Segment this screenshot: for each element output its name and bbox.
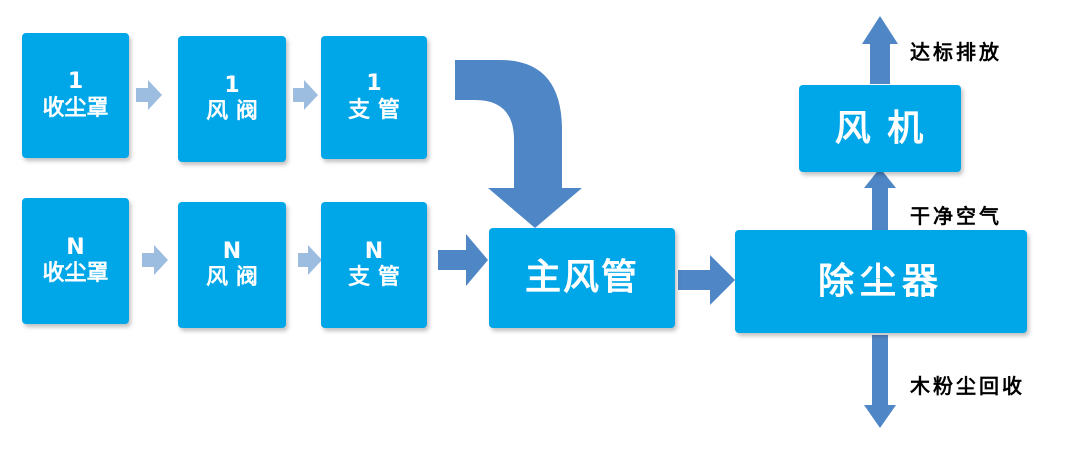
arrow-branchN-to-main-duct [438, 234, 488, 286]
dust-recovery-label: 木粉尘回收 [910, 374, 1025, 398]
arrow-fan-to-discharge [862, 16, 898, 84]
hood-box-1: 1 收尘罩 [22, 33, 129, 158]
arrow-collector-to-dust-recovery [864, 335, 896, 428]
valve-1-label: 风 阀 [206, 99, 258, 124]
arrow-hood1-to-valve1 [136, 80, 162, 110]
branch-n-label: 支 管 [348, 265, 400, 290]
valve-box-n: N 风 阀 [178, 202, 286, 328]
valve-n-label: 风 阀 [206, 265, 258, 290]
branch-1-number: 1 [366, 71, 382, 97]
main-duct-box: 主风管 [489, 228, 675, 328]
valve-1-number: 1 [224, 72, 240, 98]
main-duct-label: 主风管 [524, 257, 639, 299]
hood-n-number: N [66, 234, 85, 260]
branch-n-number: N [364, 238, 384, 264]
hood-1-number: 1 [67, 69, 84, 95]
branch-box-1: 1 支 管 [321, 36, 427, 159]
fan-box: 风 机 [799, 85, 961, 172]
valve-box-1: 1 风 阀 [178, 36, 286, 162]
valve-n-number: N [222, 238, 242, 264]
hood-1-label: 收尘罩 [42, 95, 109, 121]
branch-1-label: 支 管 [348, 97, 400, 123]
arrow-branch1-to-main-duct [455, 60, 582, 228]
arrow-valveN-to-branchN [298, 245, 322, 275]
hood-box-n: N 收尘罩 [22, 198, 129, 324]
fan-label: 风 机 [834, 107, 926, 149]
arrow-hoodN-to-valveN [142, 245, 168, 275]
dust-collector-label: 除尘器 [817, 260, 944, 302]
hood-n-label: 收尘罩 [42, 261, 109, 286]
arrow-main-duct-to-collector [678, 255, 735, 305]
arrow-collector-to-fan [864, 168, 896, 230]
branch-box-n: N 支 管 [321, 202, 427, 328]
arrow-valve1-to-branch1 [293, 80, 318, 110]
dust-collector-box: 除尘器 [735, 230, 1027, 333]
clean-air-label: 干净空气 [910, 204, 1002, 228]
discharge-label: 达标排放 [910, 40, 1002, 64]
